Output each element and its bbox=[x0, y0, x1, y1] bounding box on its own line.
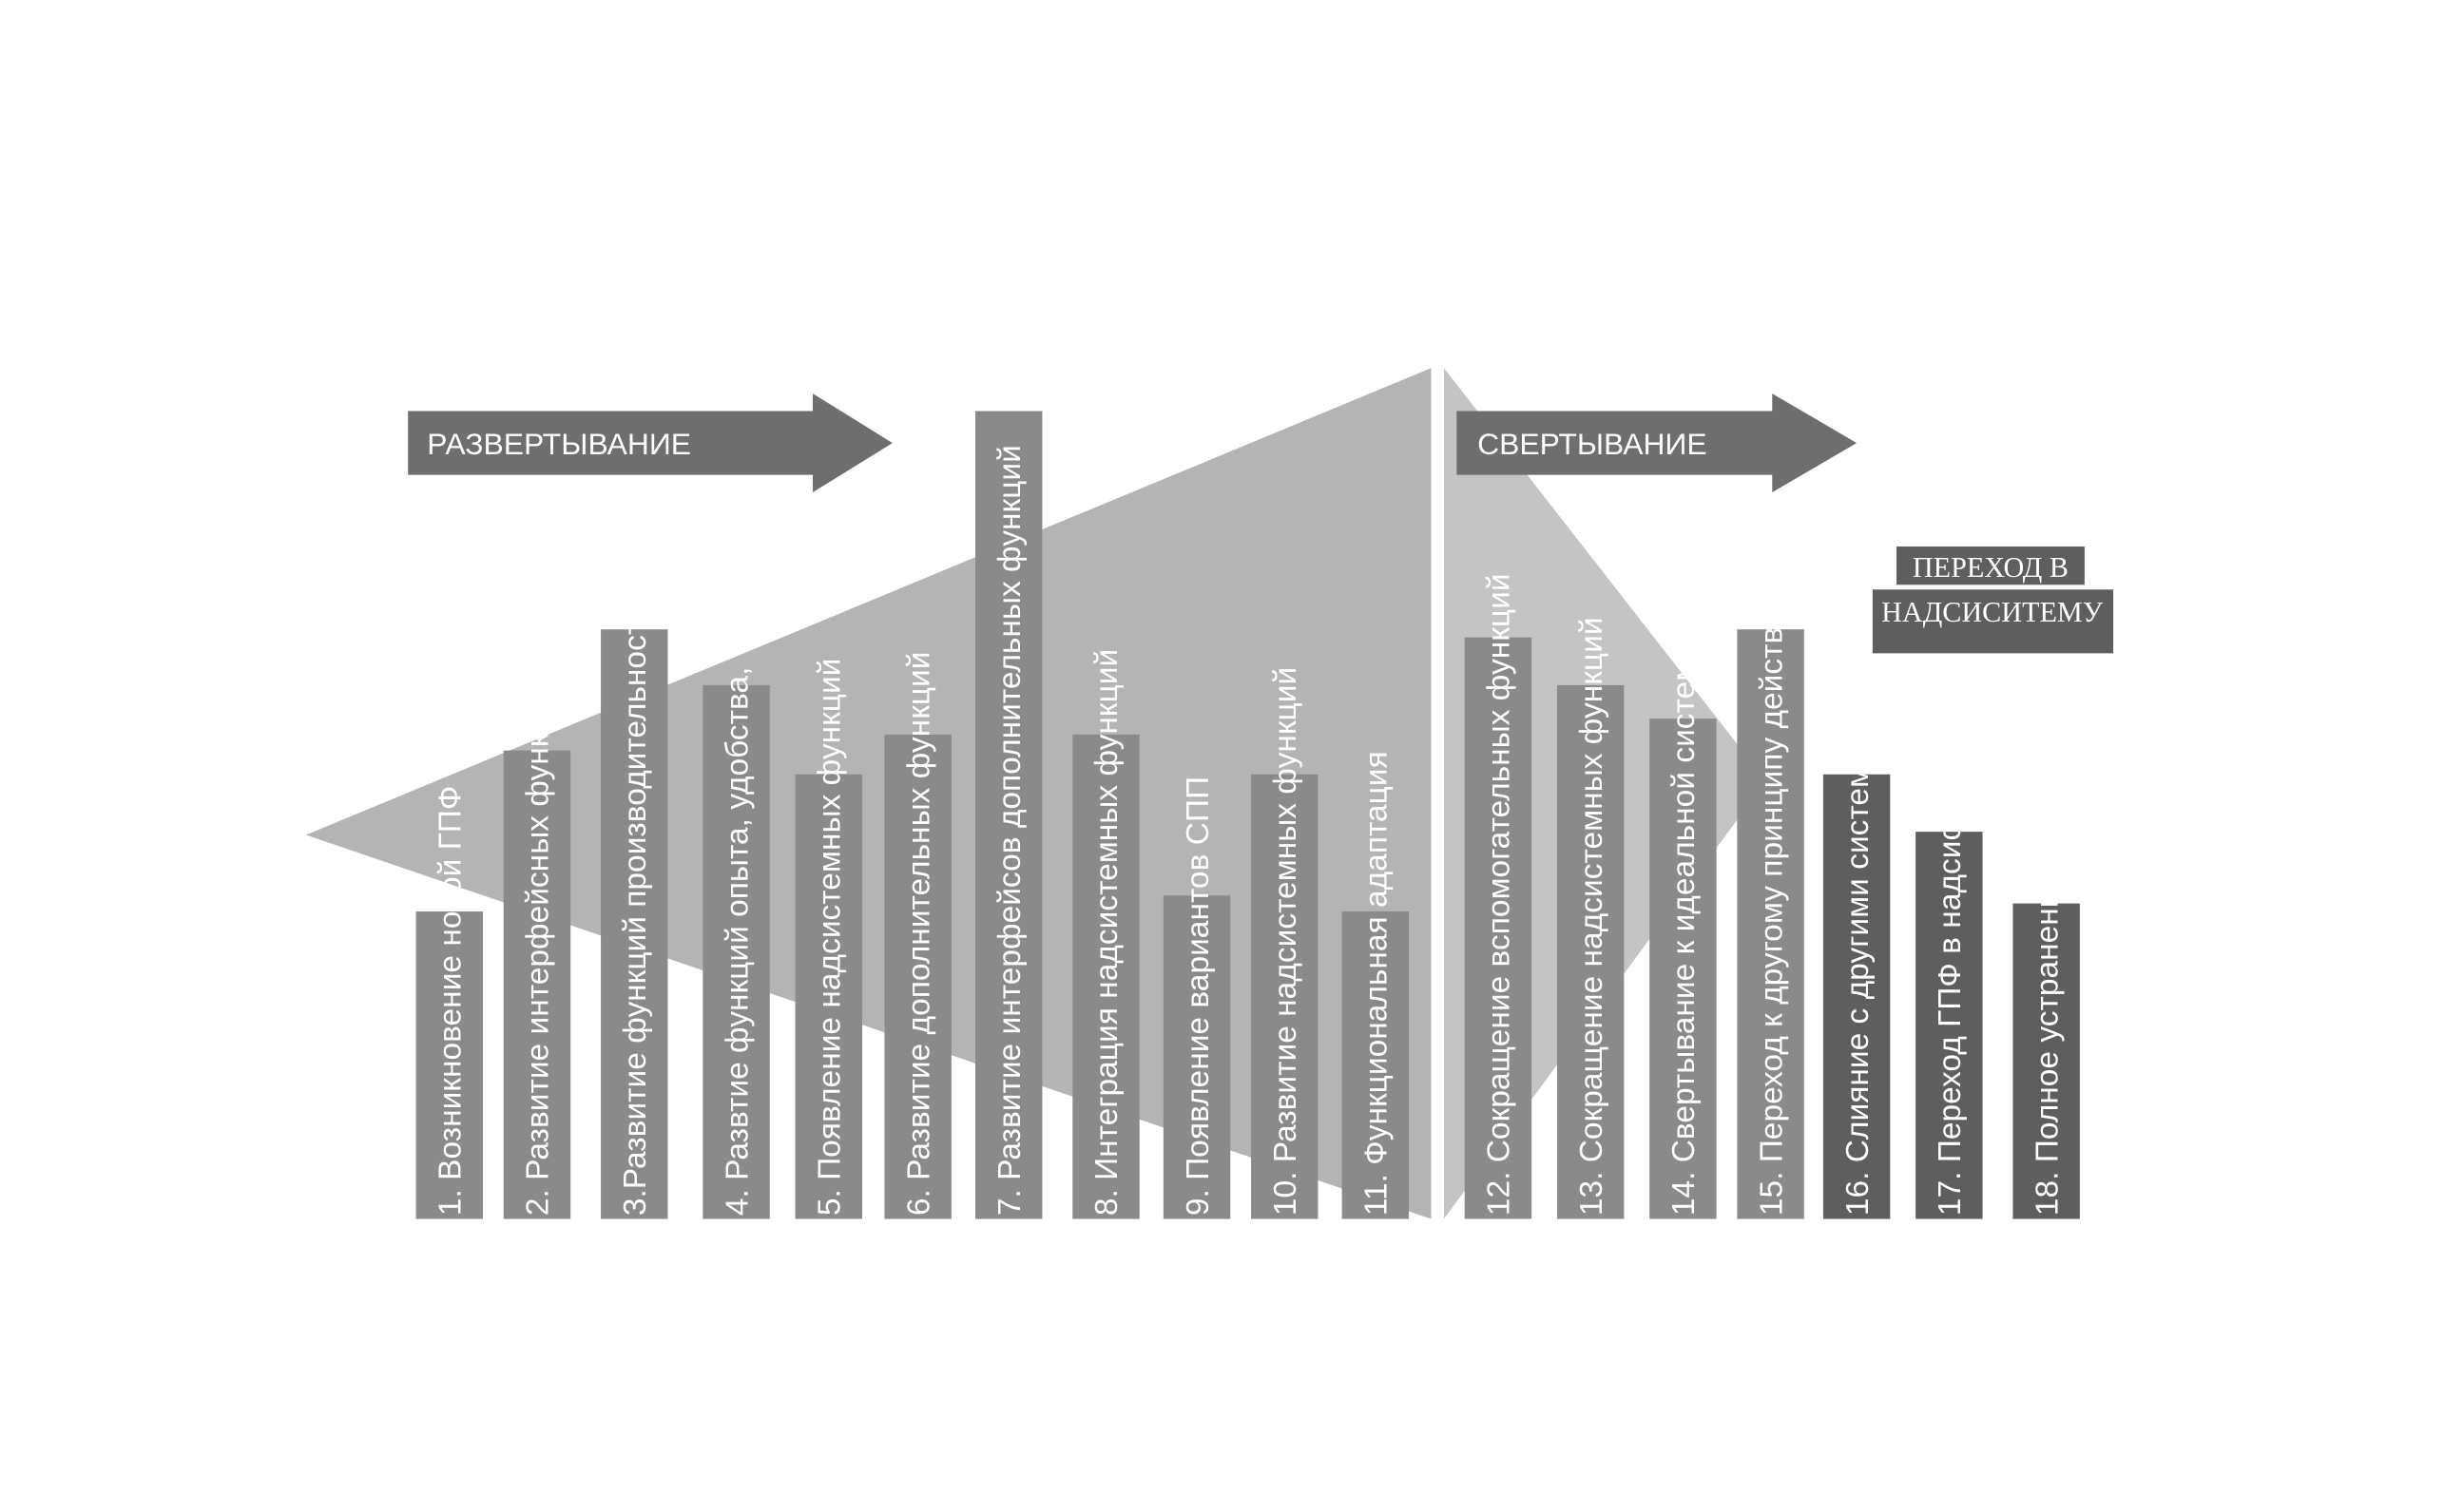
supersystem-label-line-1: ПЕРЕХОД В bbox=[1913, 551, 2069, 584]
stage-bar-rect bbox=[703, 684, 770, 1219]
stage-label: 4. Развтие функций опыта, удобства, тп bbox=[720, 626, 755, 1216]
stage-bar-rect bbox=[1251, 774, 1319, 1219]
stage-bar-rect bbox=[1464, 637, 1532, 1219]
stage-bar-rect bbox=[415, 910, 483, 1219]
stage-label: 15. Переход к другому принципу действия bbox=[1754, 592, 1789, 1216]
stage-bar-4: 4. Развтие функций опыта, удобства, тп bbox=[703, 626, 770, 1219]
stage-bar-rect bbox=[2012, 903, 2080, 1219]
stage-bar-14: 14. Свертывание к идеальной системе bbox=[1649, 642, 1717, 1219]
stage-bar-rect bbox=[1649, 719, 1717, 1219]
stage-label: 17. Переход ГПФ в надсистему bbox=[1933, 755, 1968, 1216]
stage-bar-3: 3.Развитие функций производительности bbox=[601, 603, 668, 1219]
folding-arrow-shape bbox=[1456, 393, 1858, 493]
stage-bar-rect bbox=[1072, 734, 1140, 1219]
folding-arrow: СВЕРТЫВАНИЕ bbox=[1456, 393, 1858, 493]
stage-bar-rect bbox=[1341, 910, 1410, 1219]
unfolding-arrow-label: РАЗВЕРТЫВАНИЕ bbox=[427, 427, 691, 461]
stage-label: 2. Развитие интерфейсных функций bbox=[521, 680, 556, 1216]
stage-label: 8. Интеграция надсистемных функций bbox=[1089, 649, 1125, 1216]
stage-bar-7: 7. Развитие интерфейсов дополнительных ф… bbox=[975, 411, 1043, 1219]
unfolding-arrow: РАЗВЕРТЫВАНИЕ bbox=[408, 393, 893, 493]
stage-bars: 1. Возникновение новой ГПФ 2. Развитие ин… bbox=[415, 411, 2080, 1219]
stage-bar-10: 10. Развитие надсистемных функций bbox=[1251, 667, 1319, 1219]
phase-divider bbox=[1431, 368, 1444, 1219]
stage-bar-rect bbox=[884, 734, 952, 1219]
folding-arrow-label: СВЕРТЫВАНИЕ bbox=[1477, 427, 1706, 461]
stage-bar-12: 12. Сокращение вспомогательных функций bbox=[1464, 573, 1532, 1219]
stage-label: 11. Функциональная адаптация bbox=[1359, 751, 1395, 1216]
stage-bar-rect bbox=[975, 411, 1043, 1219]
stage-label: 1. Возникновение новой ГПФ bbox=[433, 786, 469, 1217]
stage-label: 13. Сокращение надсистемных функций bbox=[1574, 617, 1609, 1216]
stage-bar-13: 13. Сокращение надсистемных функций bbox=[1556, 617, 1625, 1219]
stage-bar-17: 17. Переход ГПФ в надсистему bbox=[1915, 755, 1983, 1219]
stage-bar-8: 8. Интеграция надсистемных функций bbox=[1072, 649, 1140, 1219]
stage-label: 6. Развитие дополнительных функций bbox=[901, 651, 936, 1216]
stage-bar-6: 6. Развитие дополнительных функций bbox=[884, 651, 952, 1219]
supersystem-label-box-2 bbox=[1872, 589, 2114, 654]
stage-bar-9: 9. Появление вариантов СПП bbox=[1163, 776, 1231, 1219]
stage-bar-rect bbox=[1915, 832, 1983, 1219]
unfolding-triangle bbox=[305, 368, 1432, 1219]
stage-bar-1: 1. Возникновение новой ГПФ bbox=[415, 786, 483, 1219]
stage-label: 18. Полное устранение ГПФ bbox=[2030, 799, 2065, 1216]
stage-label: 9. Появление вариантов СПП bbox=[1181, 776, 1216, 1216]
unfolding-arrow-shape bbox=[408, 393, 893, 493]
stage-bar-rect bbox=[795, 774, 862, 1219]
stage-bar-15: 15. Переход к другому принципу действия bbox=[1737, 592, 1804, 1219]
stage-label: 12. Сокращение вспомогательных функций bbox=[1482, 573, 1517, 1216]
stage-bar-18: 18. Полное устранение ГПФ bbox=[2012, 799, 2080, 1219]
stage-bar-2: 2. Развитие интерфейсных функций bbox=[503, 680, 571, 1219]
stage-bar-rect bbox=[1737, 629, 1804, 1219]
stage-bar-rect bbox=[601, 629, 668, 1219]
stage-label: 16. Слияние с другими системами bbox=[1840, 708, 1876, 1216]
stage-label: 14. Свертывание к идеальной системе bbox=[1666, 642, 1702, 1216]
stage-bar-rect bbox=[1556, 684, 1625, 1219]
stage-bar-16: 16. Слияние с другими системами bbox=[1822, 708, 1891, 1219]
stage-bar-5: 5. Появление надсистемных функций bbox=[795, 659, 862, 1219]
supersystem-label-line-2: НАДСИСИТЕМУ bbox=[1881, 596, 2104, 628]
stage-label: 3.Развитие функций производительности bbox=[618, 603, 653, 1216]
stage-bar-rect bbox=[1163, 895, 1231, 1219]
stage-bar-rect bbox=[1822, 774, 1891, 1219]
supersystem-label: ПЕРЕХОД В НАДСИСИТЕМУ bbox=[1872, 546, 2114, 654]
stage-bar-11: 11. Функциональная адаптация bbox=[1341, 751, 1410, 1219]
stage-bar-rect bbox=[503, 750, 571, 1219]
supersystem-label-box-1 bbox=[1896, 546, 2085, 585]
stage-label: 7. Развитие интерфейсов дополнительных ф… bbox=[992, 445, 1028, 1216]
stage-label: 10. Развитие надсистемных функций bbox=[1268, 667, 1303, 1216]
stage-label: 5. Появление надсистемных функций bbox=[813, 659, 848, 1217]
